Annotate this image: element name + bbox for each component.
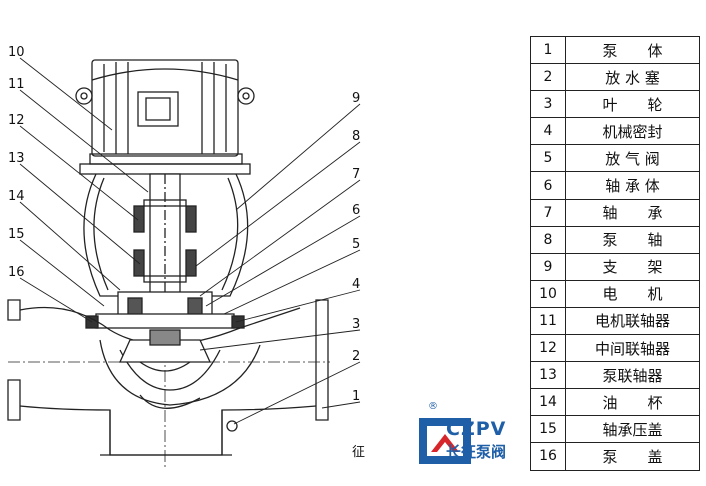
callout-label: 12 [8, 113, 25, 128]
part-name: 放 气 阀 [565, 144, 700, 173]
part-number: 9 [530, 252, 566, 281]
callout-label: 14 [8, 189, 25, 204]
part-name: 泵 轴 [565, 225, 700, 254]
brand-name: CZPV [446, 418, 507, 440]
registered-mark: ® [428, 401, 438, 412]
part-number: 4 [530, 117, 566, 146]
part-name: 泵 体 [565, 35, 700, 65]
callout-label: 4 [352, 277, 360, 292]
callout-label: 7 [352, 167, 360, 182]
part-name: 机械密封 [565, 117, 700, 146]
callout-label: 3 [352, 317, 360, 332]
shaft-and-couplings [133, 173, 197, 320]
part-name: 轴承压盖 [565, 415, 700, 444]
callout-label: 2 [352, 349, 360, 364]
part-name: 放 水 塞 [565, 63, 700, 92]
callout-label: 15 [8, 227, 25, 242]
part-name: 电 机 [565, 279, 700, 308]
part-name: 电机联轴器 [565, 306, 700, 336]
part-name: 油 杯 [565, 388, 700, 417]
callout-label: 5 [352, 237, 360, 252]
part-number: 13 [530, 361, 566, 390]
callout-label: 16 [8, 265, 25, 280]
pump-body [7, 299, 330, 470]
callout-label: 8 [352, 129, 360, 144]
part-number: 10 [530, 279, 566, 308]
brand-subtitle: 长征泵阀 [446, 443, 507, 461]
part-name: 轴 承 [565, 198, 700, 227]
part-number: 11 [530, 306, 566, 336]
part-number: 16 [530, 442, 566, 471]
part-number: 2 [530, 63, 566, 92]
part-number: 6 [530, 171, 566, 200]
part-number: 7 [530, 198, 566, 227]
part-number: 1 [530, 35, 566, 65]
callout-label: 1 [352, 389, 360, 404]
part-name: 泵 盖 [565, 442, 700, 471]
bearing-housing [85, 291, 245, 329]
callout-label: 13 [8, 151, 25, 166]
czpv-logo-icon [419, 418, 471, 464]
part-number: 3 [530, 90, 566, 119]
part-number: 15 [530, 415, 566, 444]
part-name: 中间联轴器 [565, 334, 700, 363]
part-name: 支 架 [565, 252, 700, 281]
part-number: 12 [530, 334, 566, 363]
part-name: 泵联轴器 [565, 361, 700, 390]
part-number: 14 [530, 388, 566, 417]
callout-label: 10 [8, 45, 25, 60]
impeller [118, 329, 212, 372]
callout-label: 9 [352, 91, 360, 106]
part-name: 叶 轮 [565, 90, 700, 119]
part-name: 轴 承 体 [565, 171, 700, 200]
part-number: 5 [530, 144, 566, 173]
motor [75, 59, 255, 175]
leader-lines [19, 57, 361, 425]
callout-label: 6 [352, 203, 360, 218]
callout-label: 11 [8, 77, 25, 92]
part-number: 8 [530, 225, 566, 254]
watermark-left: 征 [352, 445, 365, 460]
